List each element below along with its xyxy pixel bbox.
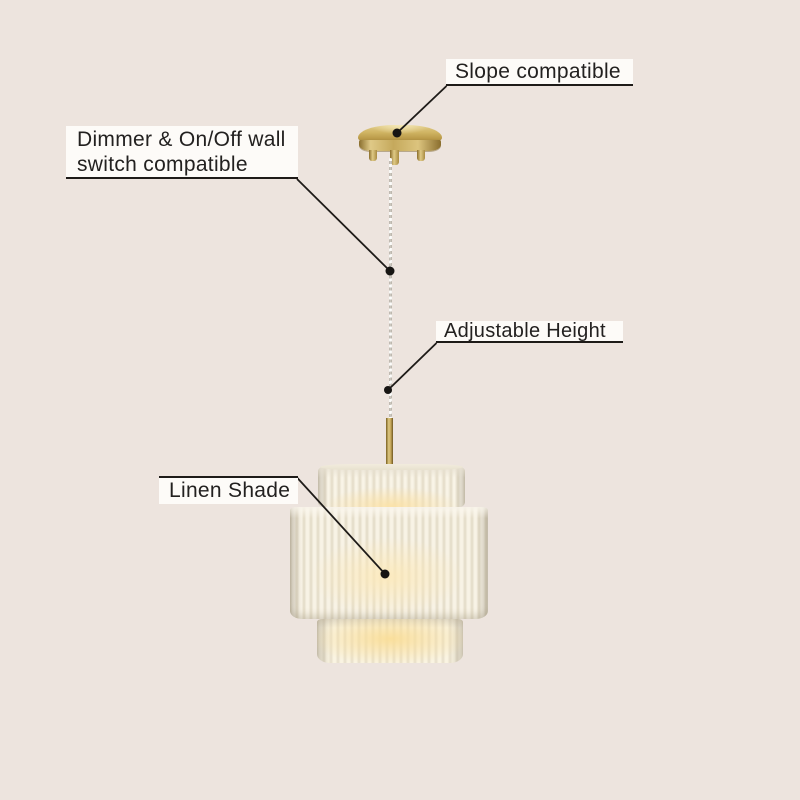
adjustable-hanging-cord [389,158,392,420]
ceiling-canopy-rim [359,140,441,151]
linen-shade-tier-top [318,464,465,508]
callout-label-linen-shade: Linen Shade [159,476,298,504]
brass-stem [386,418,393,470]
callout-text-line2: switch compatible [77,152,248,176]
connector-line-dimmer [296,178,391,272]
canopy-screw-center [390,150,399,165]
canopy-screw-right [417,150,425,161]
linen-shade-tier-bottom [317,619,463,663]
callout-label-slope-compatible: Slope compatible [446,59,633,86]
callout-text: Slope compatible [455,59,621,83]
canopy-screw-left [369,150,377,161]
callout-text-line1: Dimmer & On/Off wall [77,127,286,151]
connector-line-adjustable [387,342,438,391]
callout-text: Adjustable Height [444,319,606,342]
callout-text: Linen Shade [169,479,291,502]
linen-shade-tier-middle [290,507,488,619]
callout-label-dimmer-switch: Dimmer & On/Off wall switch compatible [66,126,298,179]
callout-label-adjustable-height: Adjustable Height [436,319,623,343]
